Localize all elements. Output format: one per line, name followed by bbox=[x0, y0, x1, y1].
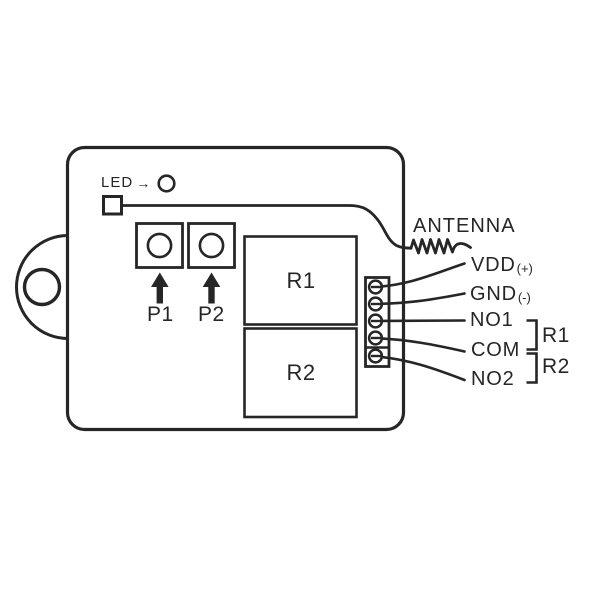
pin-suffix-gnd: (-) bbox=[517, 290, 531, 305]
mounting-hole bbox=[22, 267, 62, 307]
led-label: LED→ bbox=[101, 175, 150, 190]
p1-up-arrow-icon bbox=[151, 272, 169, 304]
bracket-r2 bbox=[526, 352, 538, 384]
led-label-text: LED bbox=[101, 174, 134, 191]
wire-no1 bbox=[368, 319, 466, 323]
p2-up-arrow-icon bbox=[202, 272, 221, 304]
pin-name-gnd: GND bbox=[470, 283, 517, 305]
group-label-r1: R1 bbox=[542, 324, 570, 347]
pin-label-vdd: VDD(+) bbox=[471, 255, 533, 275]
led-icon bbox=[157, 174, 176, 193]
group-label-r2: R2 bbox=[542, 355, 570, 378]
relay-label-r2: R2 bbox=[286, 360, 316, 385]
bracket-r1 bbox=[526, 319, 538, 351]
group-brackets bbox=[526, 319, 538, 384]
pin-label-gnd: GND(-) bbox=[470, 284, 531, 304]
antenna-label: ANTENNA bbox=[413, 215, 516, 237]
button-p1 bbox=[135, 222, 184, 269]
antenna-coil-icon bbox=[409, 238, 472, 255]
button-label-p2: P2 bbox=[198, 303, 225, 326]
pin-label-com: COM bbox=[471, 340, 521, 360]
pin-header bbox=[364, 276, 391, 368]
antenna-wire bbox=[120, 204, 413, 250]
arrow-right-icon: → bbox=[136, 174, 151, 191]
pin-name-com: COM bbox=[471, 339, 521, 361]
relay-label-r1: R1 bbox=[286, 268, 316, 293]
pin-suffix-vdd: (+) bbox=[516, 261, 533, 276]
pin-label-no2: NO2 bbox=[471, 369, 516, 389]
pin-name-no1: NO1 bbox=[470, 309, 514, 331]
relay-r1-box bbox=[243, 235, 358, 326]
pin-name-no2: NO2 bbox=[471, 368, 515, 390]
antenna-pad bbox=[102, 195, 123, 216]
relay-r2-box bbox=[243, 327, 358, 419]
button-p2 bbox=[187, 222, 236, 269]
pin-name-vdd: VDD bbox=[471, 254, 516, 276]
pin-label-no1: NO1 bbox=[470, 310, 515, 330]
button-label-p1: P1 bbox=[147, 303, 174, 326]
